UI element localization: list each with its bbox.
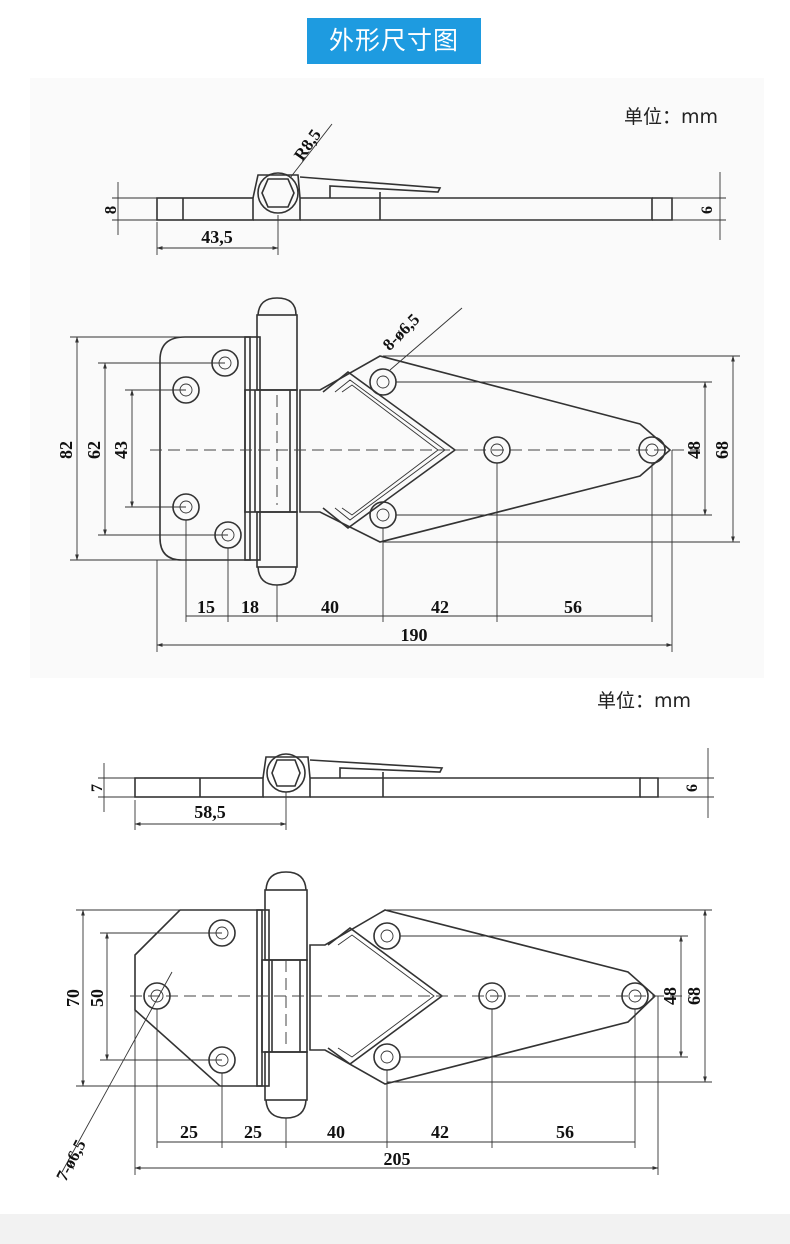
dim-15: 15 (197, 597, 215, 617)
dim-56-1: 56 (564, 597, 582, 617)
dim-48-2: 48 (660, 987, 680, 1005)
dim-50: 50 (87, 989, 107, 1007)
footer-band (0, 1214, 790, 1244)
dim-190: 190 (401, 625, 428, 645)
unit-label-1: 单位：mm (624, 106, 719, 128)
dim-25-a: 25 (180, 1122, 198, 1142)
top-view-1 (70, 297, 740, 652)
dim-side1-radius: R8,5 (290, 126, 325, 164)
dim-42-2: 42 (431, 1122, 449, 1142)
dim-hole-spec-1: 8-ø6,5 (379, 310, 423, 354)
dim-hole-spec-2: 7-ø6,5 (52, 1137, 89, 1185)
dim-62: 62 (84, 441, 104, 459)
dim-43: 43 (111, 441, 131, 459)
dim-40-2: 40 (327, 1122, 345, 1142)
dim-side2-length: 58,5 (194, 802, 226, 822)
dim-side1-right: 6 (699, 206, 716, 214)
dim-68-2: 68 (684, 987, 704, 1005)
dim-18: 18 (241, 597, 259, 617)
dim-side1-left: 8 (101, 206, 120, 215)
dim-42-1: 42 (431, 597, 449, 617)
dim-side1-length: 43,5 (201, 227, 233, 247)
dim-side2-right: 6 (684, 784, 701, 792)
dim-205: 205 (384, 1149, 411, 1169)
dim-side2-left: 7 (89, 784, 106, 792)
top-view-2 (61, 871, 712, 1175)
page-title: 外形尺寸图 (307, 18, 481, 64)
dim-40-1: 40 (321, 597, 339, 617)
dim-70: 70 (63, 989, 83, 1007)
side-view-2 (98, 748, 714, 830)
drawing-panel-1 (30, 78, 764, 678)
dim-56-2: 56 (556, 1122, 574, 1142)
dim-48-1: 48 (684, 441, 704, 459)
unit-label-2: 单位：mm (597, 690, 692, 712)
dim-82: 82 (56, 441, 76, 459)
dim-25-b: 25 (244, 1122, 262, 1142)
side-view-1 (112, 123, 726, 255)
dim-68-1: 68 (712, 441, 732, 459)
